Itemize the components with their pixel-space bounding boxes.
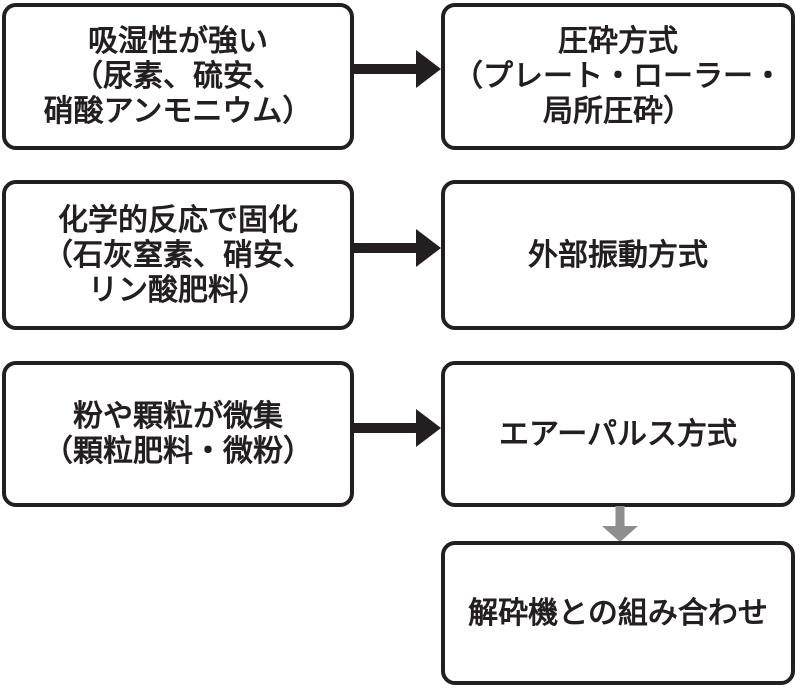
arrow-right-icon [352, 408, 441, 448]
arrow-right-icon [352, 49, 441, 89]
box-hygroscopic: 吸湿性が強い （尿素、硫安、 硝酸アンモニウム） [2, 3, 354, 150]
box-line: 硝酸アンモニウム） [43, 94, 313, 129]
box-line: 局所圧砕） [543, 94, 693, 129]
box-line: リン酸肥料） [88, 272, 268, 308]
box-line: （顆粒肥料・微粉） [43, 434, 313, 469]
box-line: エアーパルス方式 [499, 416, 737, 452]
box-line: （石灰窒素、硝安、 [43, 237, 313, 273]
box-crusher-combo: 解砕機との組み合わせ [441, 541, 795, 685]
box-crushing: 圧砕方式 （プレート・ローラー・ 局所圧砕） [441, 3, 795, 150]
box-line: 粉や顆粒が微集 [73, 399, 283, 434]
box-line: 吸湿性が強い [88, 24, 268, 59]
box-powder: 粉や顆粒が微集 （顆粒肥料・微粉） [2, 361, 354, 507]
box-line: 圧砕方式 [558, 24, 678, 59]
box-line: （尿素、硫安、 [73, 59, 283, 94]
arrow-down-icon [600, 506, 640, 542]
box-line: （プレート・ローラー・ [453, 59, 783, 94]
box-vibration: 外部振動方式 [441, 180, 795, 330]
box-chemical: 化学的反応で固化 （石灰窒素、硝安、 リン酸肥料） [2, 180, 354, 330]
box-airpulse: エアーパルス方式 [441, 361, 795, 507]
box-line: 外部振動方式 [528, 237, 708, 273]
box-line: 解砕機との組み合わせ [468, 595, 768, 631]
arrow-right-icon [352, 228, 441, 268]
box-line: 化学的反応で固化 [58, 202, 298, 238]
